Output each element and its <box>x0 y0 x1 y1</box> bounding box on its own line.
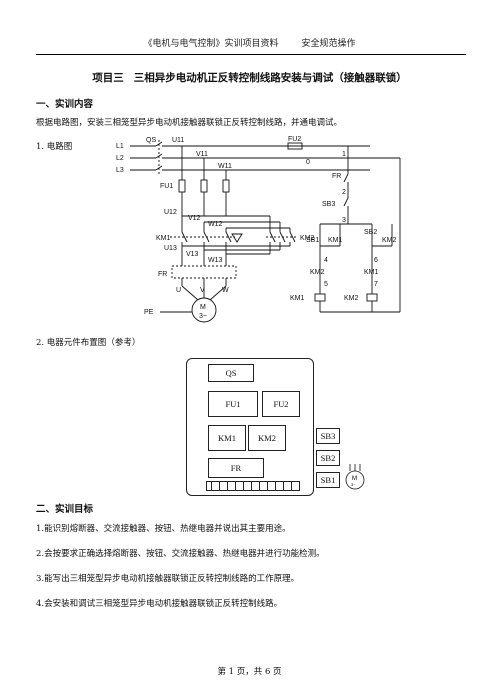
circuit-label: KM2 <box>344 295 359 302</box>
circuit-label: KM2 <box>382 237 397 244</box>
header-divider <box>36 54 466 55</box>
circuit-label: V13 <box>186 251 199 258</box>
goal-item: 2.会按要求正确选择熔断器、按钮、交流接触器、热继电器并进行功能检测。 <box>36 549 325 559</box>
circuit-label: KM1 <box>156 235 171 242</box>
circuit-label: KM2 <box>300 235 315 242</box>
circuit-label: W12 <box>208 221 223 228</box>
circuit-label: U13 <box>164 245 177 252</box>
layout-motor: M 3~ <box>345 464 365 490</box>
circuit-label: L1 <box>116 143 124 150</box>
circuit-label: SB1 <box>306 237 319 244</box>
section-heading-goals: 二、实训目标 <box>36 504 94 515</box>
circuit-label: FR <box>332 173 341 180</box>
layout-fr: FR <box>208 458 264 478</box>
layout-sb3: SB3 <box>316 428 340 444</box>
circuit-label: U <box>176 287 181 294</box>
circuit-label: SB2 <box>364 229 377 236</box>
circuit-label: M <box>200 304 206 311</box>
layout-km2: KM2 <box>248 425 286 451</box>
goal-item: 4.会安装和调试三相笼型异步电动机接触器联锁正反转控制线路。 <box>36 599 283 609</box>
circuit-label: L2 <box>116 155 124 162</box>
circuit-label: 3~ <box>199 313 207 320</box>
layout-panel <box>186 358 314 496</box>
circuit-label: V11 <box>196 151 208 158</box>
circuit-label: PE <box>144 309 154 316</box>
circuit-label: U11 <box>172 137 184 144</box>
circuit-label: 7 <box>374 281 378 288</box>
circuit-label: KM1 <box>364 269 379 276</box>
project-title: 三相异步电动机正反转控制线路安装与调试（接触器联锁） <box>133 72 407 84</box>
item-layout-diagram: 2. 电器元件布置图（参考） <box>36 338 141 348</box>
header-section: 安全规范操作 <box>301 39 356 49</box>
layout-km1: KM1 <box>208 425 246 451</box>
circuit-label: L3 <box>116 167 124 174</box>
layout-sb1: SB1 <box>316 472 340 488</box>
section-heading-content: 一、实训内容 <box>36 99 94 110</box>
goal-item: 3.能写出三相笼型异步电动机接触器联锁正反转控制线路的工作原理。 <box>36 574 300 584</box>
circuit-label: 5 <box>324 281 328 288</box>
circuit-label: FR <box>158 271 167 278</box>
motor-label: M <box>352 476 357 482</box>
project-number: 项目三 <box>92 72 124 84</box>
page-title: 项目三三相异步电动机正反转控制线路安装与调试（接触器联锁） <box>0 70 499 85</box>
circuit-label: W13 <box>208 257 223 264</box>
layout-qs: QS <box>208 364 254 382</box>
circuit-label: V <box>200 287 205 294</box>
layout-fu2: FU2 <box>262 391 300 417</box>
goal-item: 1.能识别熔断器、交流接触器、按钮、热继电器并说出其主要用途。 <box>36 524 291 534</box>
motor-phase-label: 3~ <box>351 482 356 487</box>
circuit-label: U12 <box>164 209 177 216</box>
circuit-label: FU1 <box>160 183 173 190</box>
circuit-label: KM1 <box>328 237 343 244</box>
layout-fu1: FU1 <box>208 391 258 417</box>
circuit-diagram: QS U11 L1 L2 L3 V11 W11 FU1 FU2 U12 V12 … <box>116 136 401 323</box>
terminal-strip <box>206 481 300 491</box>
circuit-label: SB3 <box>322 201 335 208</box>
circuit-label: 1 <box>342 151 346 158</box>
page-header: 《电机与电气控制》实训项目资料 安全规范操作 <box>0 36 499 49</box>
circuit-label: QS <box>146 137 156 144</box>
circuit-label: KM2 <box>310 269 325 276</box>
circuit-label: 0 <box>306 159 310 166</box>
circuit-label: 3 <box>342 217 346 224</box>
circuit-label: 2 <box>342 189 346 196</box>
circuit-label: KM1 <box>290 295 305 302</box>
layout-sb2: SB2 <box>316 450 340 466</box>
circuit-label: 6 <box>374 257 378 264</box>
circuit-label: V12 <box>188 215 201 222</box>
page-footer: 第 1 页，共 6 页 <box>217 667 282 677</box>
circuit-label: FU2 <box>288 136 301 143</box>
circuit-label: W <box>222 287 229 294</box>
item-circuit-diagram: 1. 电路图 <box>36 142 73 152</box>
header-doc-title: 《电机与电气控制》实训项目资料 <box>143 39 279 49</box>
content-paragraph: 根据电路图，安装三相笼型异步电动机接触器联锁正反转控制线路，并通电调试。 <box>36 118 343 128</box>
circuit-label: W11 <box>218 163 232 170</box>
circuit-label: 4 <box>324 257 328 264</box>
